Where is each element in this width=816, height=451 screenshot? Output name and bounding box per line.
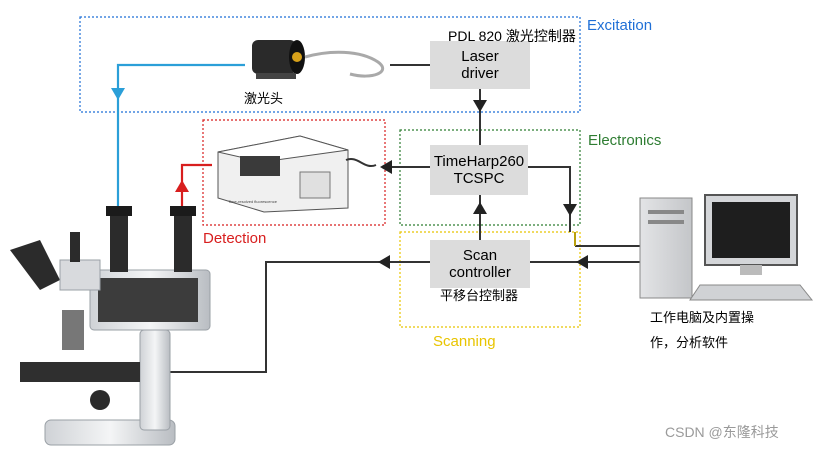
laser-driver-line2: driver (461, 65, 499, 82)
tcspc-line1: TimeHarp260 (433, 153, 525, 170)
watermark: CSDN @东隆科技 (665, 424, 779, 440)
laser-head-label: 激光头 (244, 91, 284, 106)
computer-icon (639, 194, 814, 301)
tcspc-line2: TCSPC (453, 170, 505, 187)
scan-controller-caption: 平移台控制器 (440, 288, 519, 303)
laser-head-icon (252, 40, 385, 79)
excitation-label: Excitation (587, 17, 653, 34)
computer-caption-line1: 工作电脑及内置操 (650, 310, 755, 325)
scan-controller-line1: Scan (462, 247, 498, 264)
laser-driver-caption: PDL 820 激光控制器 (448, 28, 576, 44)
wires (145, 64, 640, 373)
microscope-icon (10, 206, 211, 446)
computer-caption-line2: 作，分析软件 (650, 335, 729, 350)
detector-plate-text: Time-resolved fluorescence (228, 199, 277, 204)
electronics-frame (399, 129, 581, 226)
detector-module-icon (217, 135, 377, 213)
electronics-label: Electronics (588, 132, 662, 149)
detection-frame (202, 119, 386, 226)
arrowheads (378, 100, 588, 269)
detection-label: Detection (203, 230, 267, 247)
scanning-label: Scanning (433, 333, 496, 350)
scan-controller-line2: controller (449, 264, 511, 281)
laser-driver-line1: Laser (461, 48, 499, 65)
excitation-frame (79, 16, 581, 113)
scanning-frame (399, 231, 581, 328)
